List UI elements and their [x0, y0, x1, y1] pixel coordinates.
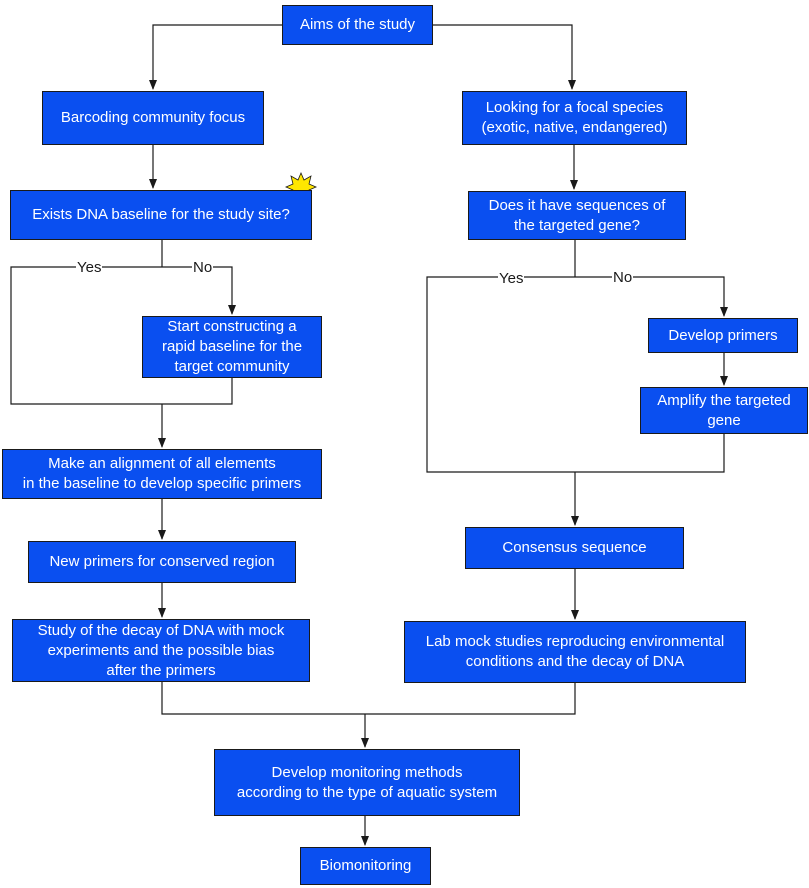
- box-new-primers: New primers for conserved region: [28, 541, 296, 583]
- connector-right-no: [575, 276, 728, 317]
- connector-amplify-down: [575, 434, 725, 473]
- box-has-sequences: Does it have sequences of the targeted g…: [468, 191, 686, 240]
- label-left-no: No: [192, 259, 214, 276]
- box-exists-dna-baseline: Exists DNA baseline for the study site?: [10, 190, 312, 240]
- box-amplify-gene: Amplify the targeted gene: [640, 387, 808, 434]
- label-right-yes: Yes: [498, 270, 525, 287]
- box-biomonitoring: Biomonitoring: [300, 847, 431, 885]
- box-decay-study: Study of the decay of DNA with mock expe…: [12, 619, 310, 682]
- box-lab-mock-studies: Lab mock studies reproducing environment…: [404, 621, 746, 683]
- box-develop-monitoring: Develop monitoring methods according to …: [214, 749, 520, 816]
- connector-left-yes: [10, 266, 233, 405]
- label-right-no: No: [612, 269, 634, 286]
- connector-aims-to-focal: [432, 24, 576, 90]
- box-start-constructing-baseline: Start constructing a rapid baseline for …: [142, 316, 322, 378]
- box-barcoding-community: Barcoding community focus: [42, 91, 264, 145]
- connector-right-yes: [426, 276, 575, 473]
- label-left-yes: Yes: [76, 259, 103, 276]
- box-make-alignment: Make an alignment of all elements in the…: [2, 449, 322, 499]
- box-consensus-sequence: Consensus sequence: [465, 527, 684, 569]
- connector-left-no: [162, 266, 236, 315]
- connector-decay-down: [161, 682, 576, 715]
- box-focal-species: Looking for a focal species (exotic, nat…: [462, 91, 687, 145]
- box-develop-primers: Develop primers: [648, 318, 798, 353]
- connector-aims-to-barcoding: [149, 24, 282, 90]
- box-aims: Aims of the study: [282, 5, 433, 45]
